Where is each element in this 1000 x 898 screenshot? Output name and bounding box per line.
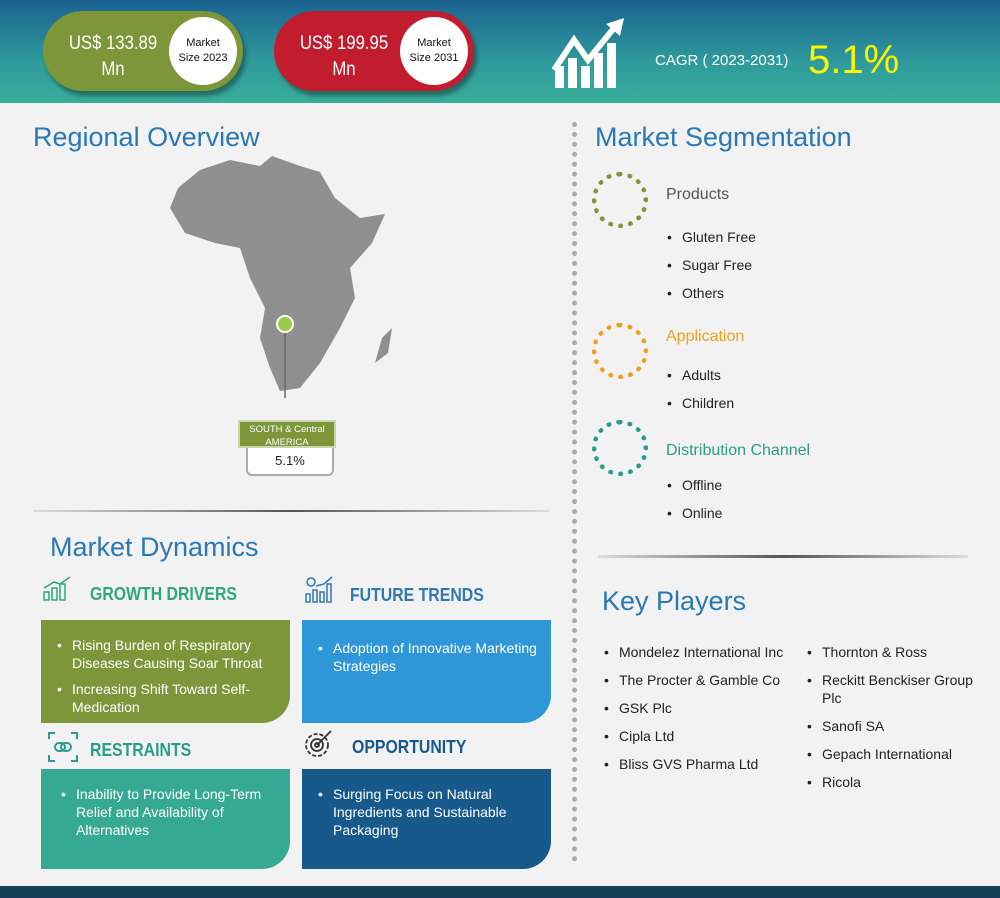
list-item: The Procter & Gamble Co [602, 671, 792, 689]
application-title: Application [666, 328, 745, 345]
growth-drivers-icon [43, 576, 71, 601]
growth-drivers-card: Rising Burden of Respiratory Diseases Ca… [41, 620, 290, 723]
list-item: Increasing Shift Toward Self-Medication [55, 680, 278, 716]
regional-overview-title: Regional Overview [33, 122, 260, 152]
footer-bar [0, 886, 1000, 898]
products-title: Products [666, 186, 730, 203]
opportunity-icon [305, 730, 332, 757]
list-item: Inability to Provide Long-Term Relief an… [59, 785, 278, 839]
distribution-title: Distribution Channel [666, 442, 811, 459]
list-item: Offline [665, 471, 722, 499]
list-item: Reckitt Benckiser Group Plc [805, 671, 995, 707]
market-2023-label: Market [186, 37, 220, 49]
list-item: Thornton & Ross [805, 643, 995, 661]
products-list: Gluten Free Sugar Free Others [665, 223, 756, 307]
market-2023-unit: Mn [101, 59, 125, 80]
key-players-col2: Thornton & Ross Reckitt Benckiser Group … [805, 643, 995, 801]
growth-drivers-title: GROWTH DRIVERS [90, 584, 237, 604]
distribution-icon [592, 420, 648, 476]
region-name-2: AMERICA [265, 437, 309, 448]
future-trends-title: FUTURE TRENDS [350, 585, 484, 605]
application-icon [592, 323, 648, 379]
list-item: Bliss GVS Pharma Ltd [602, 755, 792, 773]
restraints-card: Inability to Provide Long-Term Relief an… [41, 769, 290, 869]
products-icon [592, 172, 648, 228]
cagr-value: 5.1% [808, 38, 900, 82]
list-item: Adoption of Innovative Marketing Strateg… [316, 639, 539, 675]
market-segmentation-title: Market Segmentation [595, 122, 852, 152]
list-item: Children [665, 389, 734, 417]
list-item: Mondelez International Inc [602, 643, 792, 661]
market-dynamics-title: Market Dynamics [50, 532, 259, 562]
list-item: Cipla Ltd [602, 727, 792, 745]
growth-chart-icon [552, 18, 624, 88]
future-trends-icon [305, 576, 333, 603]
distribution-list: Offline Online [665, 471, 722, 527]
list-item: GSK Plc [602, 699, 792, 717]
divider [33, 510, 549, 512]
cagr-label: CAGR ( 2023-2031) [655, 52, 789, 69]
opportunity-card: Surging Focus on Natural Ingredients and… [302, 769, 551, 869]
list-item: Gepach International [805, 745, 995, 763]
market-2031-label: Market [417, 37, 451, 49]
future-trends-card: Adoption of Innovative Marketing Strateg… [302, 620, 551, 723]
africa-map [170, 156, 392, 398]
list-item: Online [665, 499, 722, 527]
list-item: Rising Burden of Respiratory Diseases Ca… [55, 636, 278, 672]
market-2031-value: US$ 199.95 [299, 33, 389, 54]
list-item: Ricola [805, 773, 995, 791]
list-item: Sugar Free [665, 251, 756, 279]
list-item: Surging Focus on Natural Ingredients and… [316, 785, 539, 839]
divider [598, 555, 968, 558]
restraints-title: RESTRAINTS [90, 740, 192, 760]
key-players-col1: Mondelez International Inc The Procter &… [602, 643, 792, 783]
list-item: Others [665, 279, 756, 307]
restraints-icon [48, 732, 78, 762]
list-item: Gluten Free [665, 223, 756, 251]
list-item: Sanofi SA [805, 717, 995, 735]
market-2031-unit: Mn [332, 59, 356, 80]
application-list: Adults Children [665, 361, 734, 417]
vertical-divider [572, 122, 577, 862]
market-2031-label-2: Size 2031 [409, 52, 459, 64]
region-name: SOUTH & Central [249, 424, 325, 435]
region-cagr: 5.1% [246, 448, 334, 476]
market-2023-value: US$ 133.89 [68, 33, 158, 54]
key-players-title: Key Players [602, 586, 747, 616]
list-item: Adults [665, 361, 734, 389]
market-2023-label-2: Size 2023 [178, 52, 228, 64]
opportunity-title: OPPORTUNITY [352, 737, 467, 757]
